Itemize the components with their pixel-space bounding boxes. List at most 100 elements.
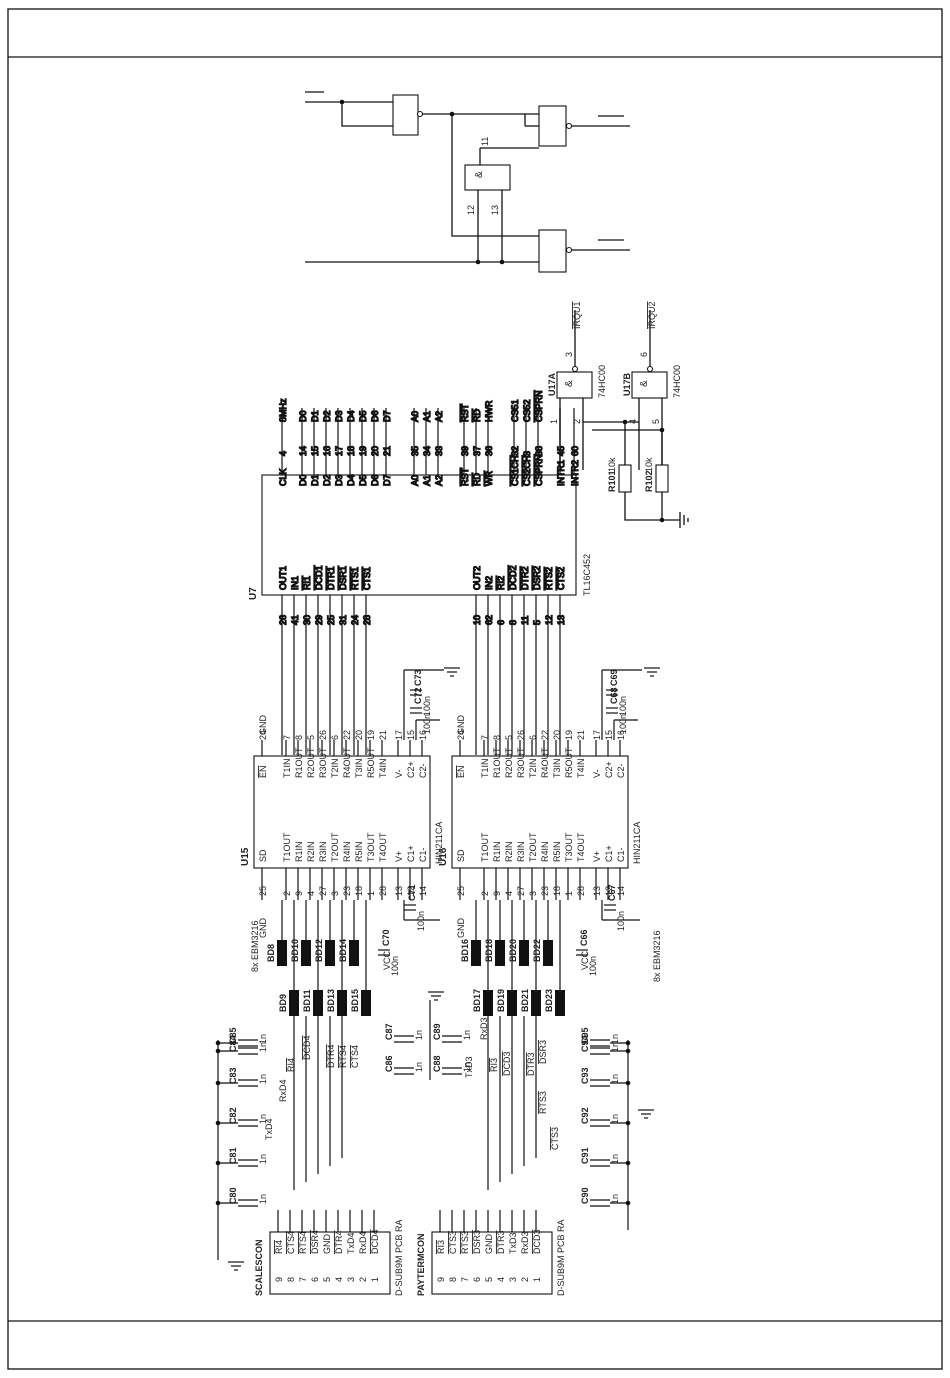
u7-pin-clk: CLK	[278, 468, 288, 486]
bead-left-label: 8x EBM3216	[250, 920, 260, 972]
u7-uart1-ri1: RI1	[302, 576, 312, 590]
u16-pin-num: 13	[592, 886, 602, 896]
net-cts3: CTS3	[550, 1127, 560, 1150]
junction-dot	[215, 1160, 221, 1166]
c73-value: 100n	[422, 696, 432, 716]
u15-pin-num: 18	[354, 886, 364, 896]
scale-pin-dtr4: DTR4	[334, 1230, 344, 1254]
u7-net-d0: D0	[298, 410, 308, 422]
u17b-symbol: &	[639, 380, 650, 387]
u16-pin-t2out: T2OUT	[528, 832, 538, 862]
u16-transceiver: EN24T1IN7R1OUT8R2OUT5R3OUT26T2IN6R4OUT22…	[438, 715, 642, 971]
r102-resistor	[655, 464, 669, 493]
u16-pin-num: 25	[456, 886, 466, 896]
u16-pin-num: 21	[576, 730, 586, 740]
u15-pin-r5out: R5OUT	[366, 747, 376, 778]
u16-pin-t1in: T1IN	[480, 758, 490, 778]
u16-vcc-label: VCC	[580, 950, 590, 970]
u16-pin-c1p: C1+	[604, 845, 614, 862]
and-gate-pin-b: 13	[490, 205, 500, 215]
u16-pin-r4in: R4IN	[540, 841, 550, 862]
u15-pin-num: 20	[354, 730, 364, 740]
u7-uart1-out1: OUT1	[278, 566, 288, 590]
u15-pin-num: 22	[342, 730, 352, 740]
u7-pin-num: 38	[534, 446, 544, 456]
scale-pin-num: 6	[310, 1277, 320, 1282]
u15-pin-num: 21	[378, 730, 388, 740]
c71-value: 100n	[416, 911, 426, 931]
u15-pin-num: 7	[282, 735, 292, 740]
scale-pin-gnd: GND	[322, 1234, 332, 1255]
junction-dot	[625, 1040, 631, 1046]
u17a-type: 74HC00	[597, 365, 607, 398]
u7-net-d1: D1	[310, 410, 320, 422]
u16-pin-num: 7	[480, 735, 490, 740]
filter-c82-name: C82	[228, 1107, 238, 1124]
filter-c80-name: C80	[228, 1187, 238, 1204]
u16-pin-r5in: R5IN	[552, 841, 562, 862]
u17b-pin-4: 4	[628, 419, 638, 424]
junction-dot	[215, 1120, 221, 1126]
u7-net-a2: A2	[434, 411, 444, 422]
bead-bd15	[361, 990, 371, 1016]
u16-pin-num: 28	[576, 886, 586, 896]
payterm-pin-num: 2	[520, 1277, 530, 1282]
c72-value: 100n	[422, 714, 432, 734]
u15-pin-r4in: R4IN	[342, 841, 352, 862]
scale-connector-body	[269, 1231, 391, 1295]
u15-pin-num: 8	[294, 735, 304, 740]
c68-value: 100n	[618, 714, 628, 734]
scale-pin-num: 5	[322, 1277, 332, 1282]
scale-pin-num: 1	[370, 1277, 380, 1282]
bead-bd17-label: BD17	[472, 989, 482, 1012]
u16-pin-num: 15	[604, 730, 614, 740]
u7-uart1-num: 24	[350, 615, 360, 625]
net-ri4: RI4	[286, 1058, 296, 1072]
scale-pin-num: 7	[298, 1277, 308, 1282]
u7-pin-num: 17	[334, 446, 344, 456]
u7-net-rst: RST	[460, 403, 470, 422]
u7-pin-a2: A2	[434, 475, 444, 486]
bead-bd22	[543, 940, 553, 966]
u16-pin-num: 14	[616, 886, 626, 896]
scale-pin-ri4: RI4	[274, 1240, 284, 1254]
u7-pin-num: 15	[310, 446, 320, 456]
filter-c92-name: C92	[580, 1107, 590, 1124]
u7-uart2-ri2: RI2	[496, 576, 506, 590]
bead-bd19-label: BD19	[496, 989, 506, 1012]
u7-pin-d0: D0	[298, 474, 308, 486]
u7-uart2-num: 62	[484, 615, 494, 625]
u16-pin-num: 9	[492, 891, 502, 896]
u16-pin-t4in: T4IN	[576, 758, 586, 778]
u17a-gate	[556, 371, 593, 399]
u15-pin-num: 19	[366, 730, 376, 740]
filter-c95-value: 1n	[610, 1034, 620, 1044]
u7-pin-num: 3	[522, 451, 532, 456]
u16-name: U16	[438, 847, 449, 866]
filter-c90-value: 1n	[610, 1194, 620, 1204]
u7-pin-cs1ch: CS1CH	[510, 455, 520, 486]
junction-dot	[215, 1080, 221, 1086]
u7-uart2-num: 6	[496, 620, 506, 625]
bead-bd23	[555, 990, 565, 1016]
net-rxd4: RxD4	[278, 1079, 288, 1102]
u7-uart1-num: 25	[326, 615, 336, 625]
payterm-pin-num: 7	[460, 1277, 470, 1282]
filter-c92-value: 1n	[610, 1114, 620, 1124]
junction-dot	[625, 1160, 631, 1166]
payterm-pin-num: 8	[448, 1277, 458, 1282]
u16-pin-r1in: R1IN	[492, 841, 502, 862]
u7-pin-wr: WR	[484, 471, 494, 486]
u15-pin-num: 28	[378, 886, 388, 896]
u15-pin-num: 14	[418, 886, 428, 896]
u7-uart2-out2: OUT2	[472, 566, 482, 590]
u16-pin-t3in: T3IN	[552, 758, 562, 778]
u15-pin-num: 13	[394, 886, 404, 896]
u7-uart2-num: 5	[532, 620, 542, 625]
u7-uart2-num: 13	[556, 615, 566, 625]
filter-c88-value: 1n	[462, 1062, 472, 1072]
u16-pin-r3in: R3IN	[516, 841, 526, 862]
u7-uart1-num: 30	[302, 615, 312, 625]
u7-net-a0: A0	[410, 411, 420, 422]
filter-c83-name: C83	[228, 1067, 238, 1084]
